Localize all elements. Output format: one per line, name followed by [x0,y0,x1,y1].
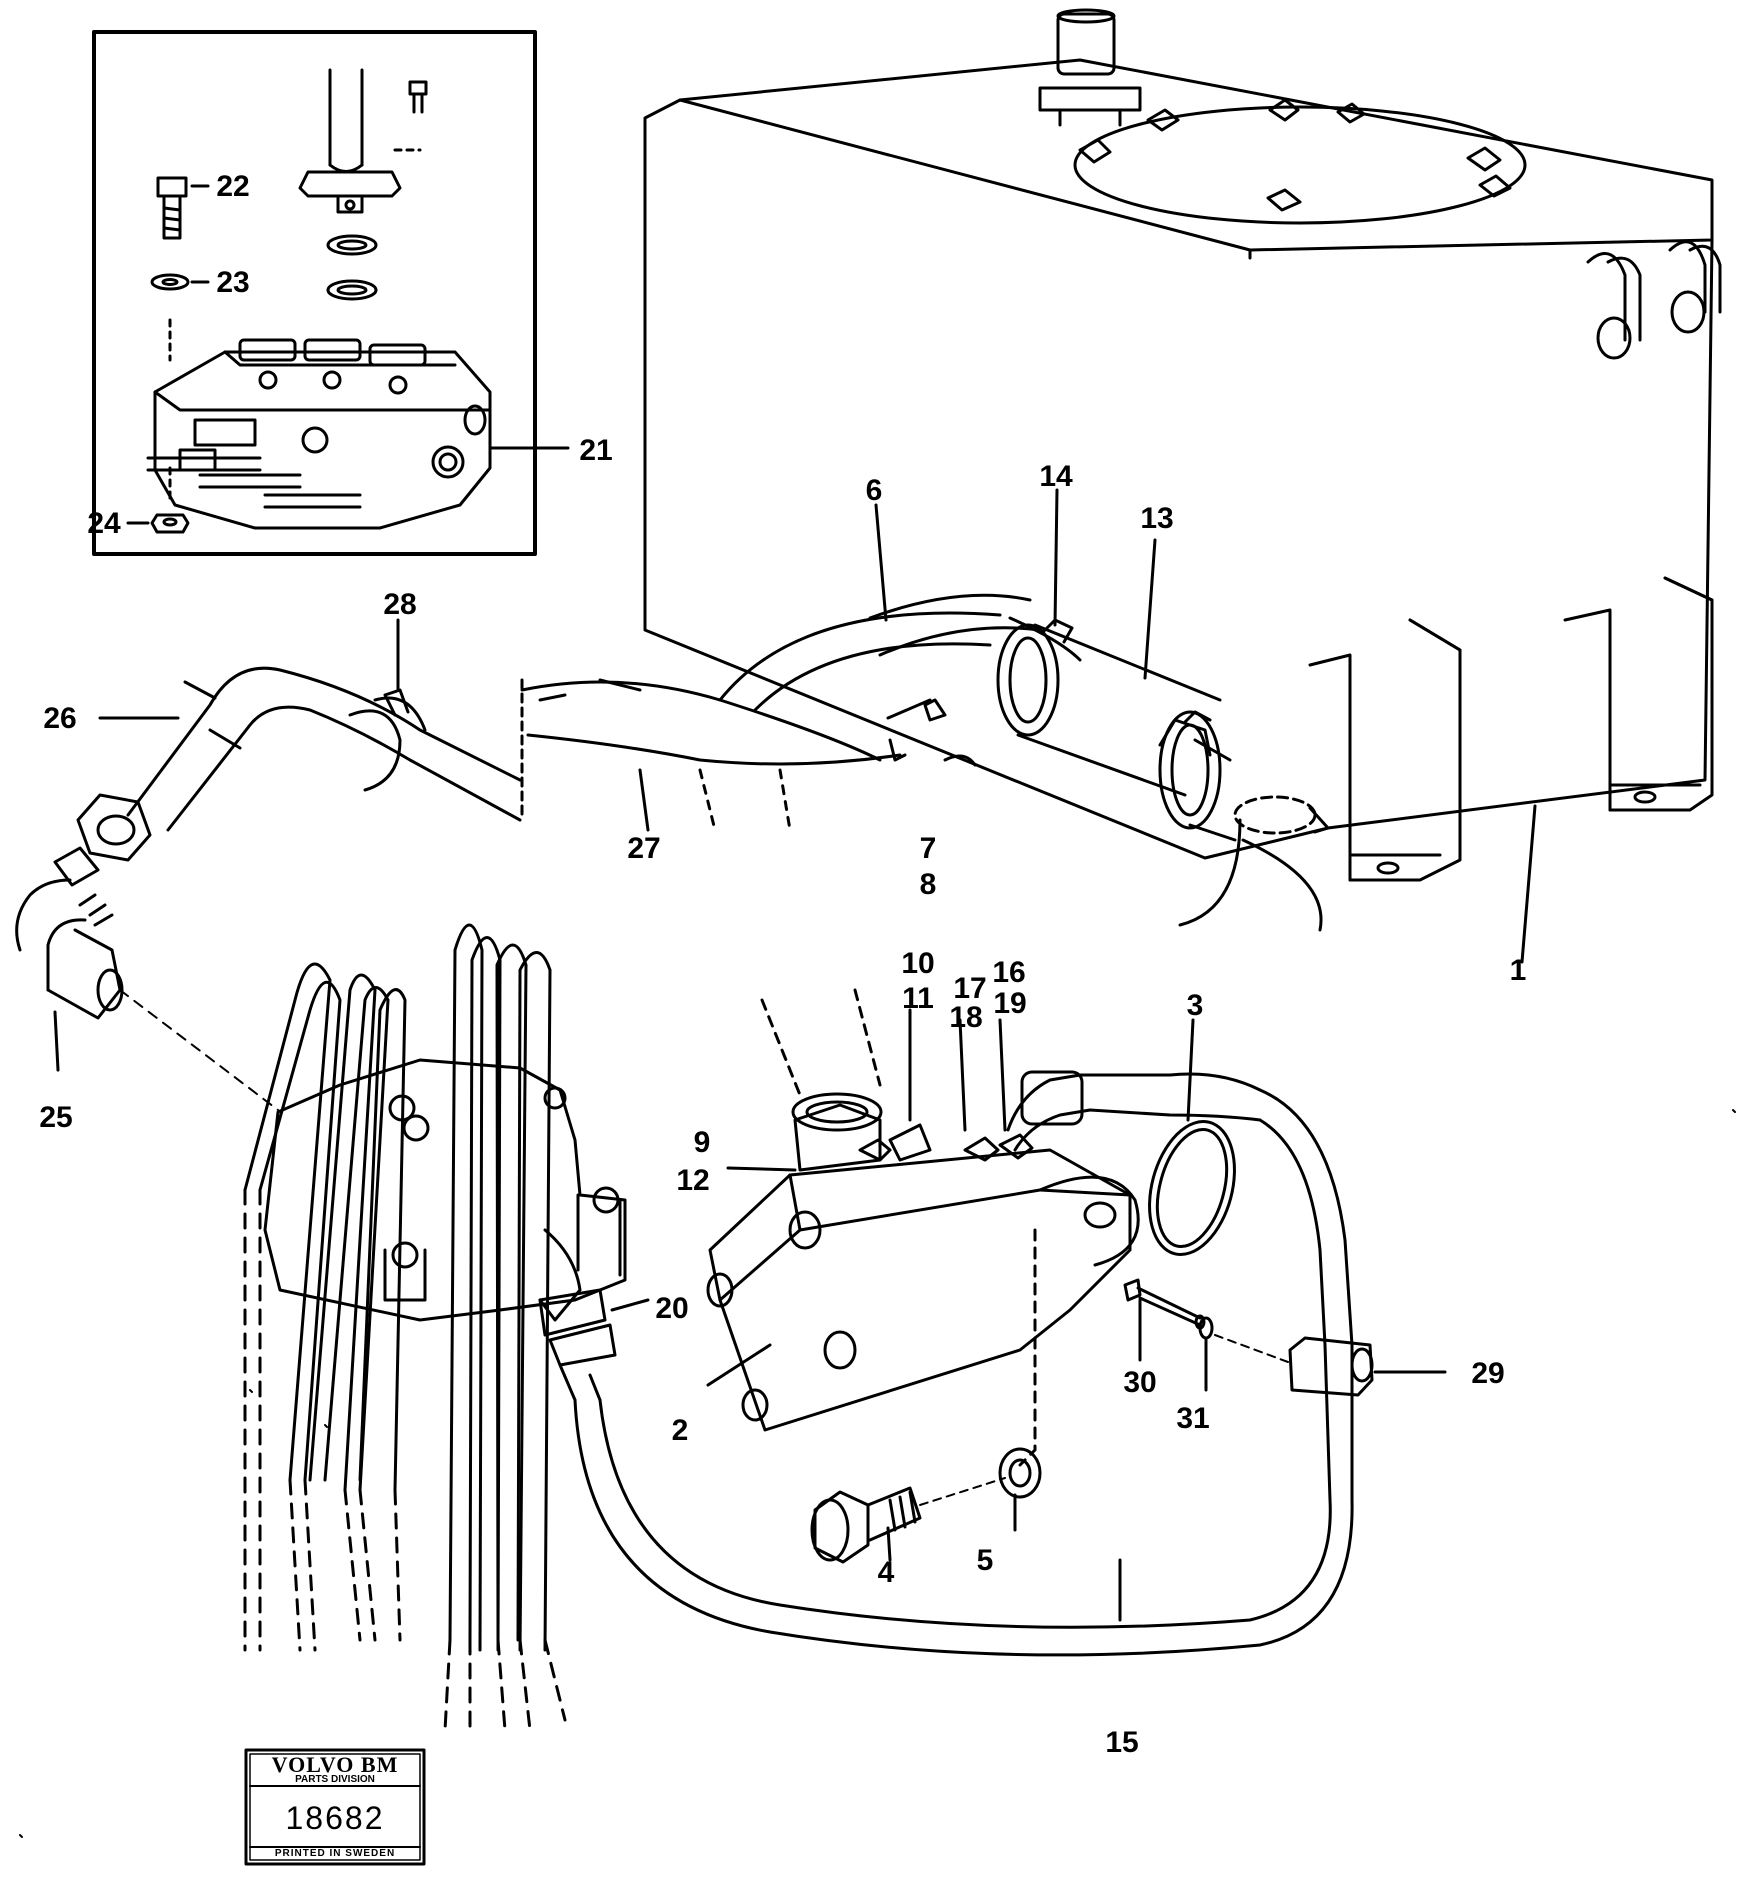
callout-7: 7 [920,832,937,865]
stamp-footer: PRINTED IN SWEDEN [274,1848,396,1859]
tank-leaders [874,488,1157,680]
return-filter [718,593,1317,842]
callout-4: 4 [878,1556,895,1589]
callout-13: 13 [1140,502,1173,535]
callout-21: 21 [579,434,612,467]
callout-9: 9 [694,1126,711,1159]
callout-28: 28 [383,588,416,621]
callout-26: 26 [43,702,76,735]
callout-8: 8 [920,868,937,901]
callout-5: 5 [977,1544,994,1577]
stamp-brand: VOLVO BM [271,1752,399,1777]
callout-27: 27 [627,832,660,865]
catalog-stamp-frame [244,1748,426,1866]
callout-29: 29 [1471,1357,1504,1390]
callout-22: 22 [216,170,249,203]
callout-15: 15 [1105,1726,1138,1759]
callout-23: 23 [216,266,249,299]
stamp-number: 18682 [285,1800,385,1836]
callout-24: 24 [87,507,121,540]
callout-3: 3 [1187,989,1204,1022]
callout-2: 2 [672,1414,689,1447]
callout-labels: 1 2 3 4 5 6 7 8 9 10 11 12 13 14 15 16 1… [39,170,1526,1759]
hydraulic-tank [643,8,1722,964]
callout-16: 16 [992,956,1025,989]
callout-19: 19 [993,987,1026,1020]
stamp-division: PARTS DIVISION [295,1774,375,1785]
main-valve [243,923,650,1732]
callout-31: 31 [1176,1402,1209,1435]
callout-30: 30 [1123,1366,1156,1399]
suction-hose [15,618,977,1111]
inset-detail [92,30,570,556]
callout-11: 11 [902,982,934,1015]
callout-1: 1 [1510,954,1527,987]
scan-specks [19,1109,1736,1838]
pressure-hose [558,1018,1447,1657]
callout-12: 12 [676,1164,709,1197]
hydraulic-pump [706,988,1140,1467]
callout-10: 10 [901,947,934,980]
callout-20: 20 [655,1292,688,1325]
callout-14: 14 [1039,460,1073,493]
callout-25: 25 [39,1101,72,1134]
callout-18: 18 [949,1001,982,1034]
drain-plug [810,1447,1042,1564]
callout-17: 17 [953,972,986,1005]
callout-6: 6 [866,474,883,507]
